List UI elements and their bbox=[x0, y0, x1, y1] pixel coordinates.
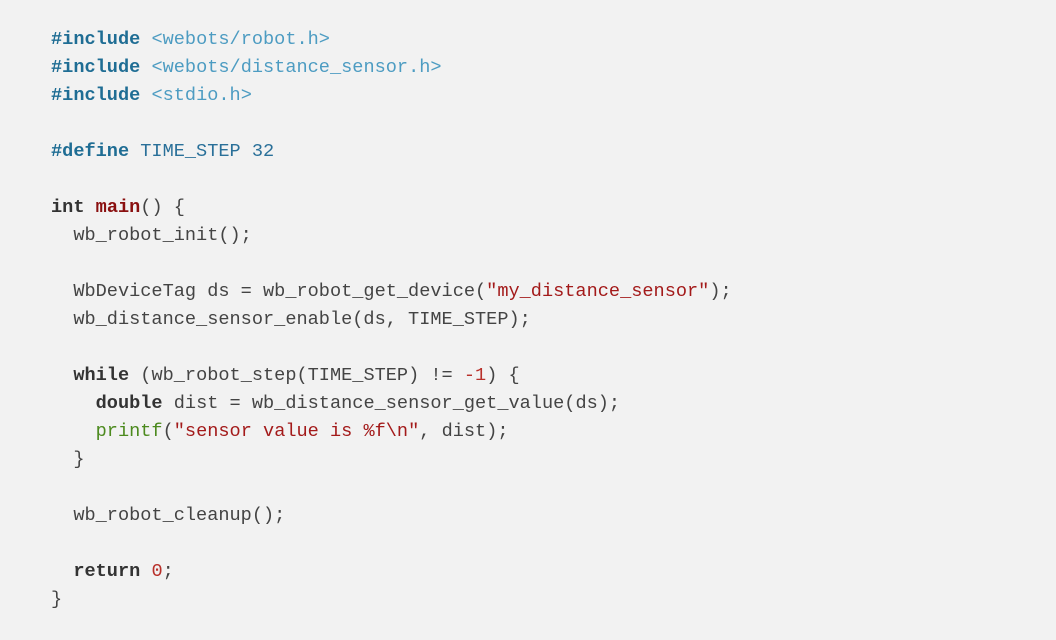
code-line: while (wb_robot_step(TIME_STEP) != -1) { bbox=[51, 362, 732, 390]
code-token-plain bbox=[51, 393, 96, 414]
code-line bbox=[51, 334, 732, 362]
code-token-plain bbox=[51, 365, 73, 386]
code-line: wb_distance_sensor_enable(ds, TIME_STEP)… bbox=[51, 306, 732, 334]
code-line: return 0; bbox=[51, 558, 732, 586]
code-token-plain: wb_robot_cleanup(); bbox=[51, 505, 286, 526]
code-token-plain bbox=[140, 29, 151, 50]
code-token-plain: ) { bbox=[486, 365, 520, 386]
code-line: } bbox=[51, 586, 732, 614]
code-token-plain: (wb_robot_step(TIME_STEP) != bbox=[129, 365, 464, 386]
code-token-macro: TIME_STEP 32 bbox=[129, 141, 275, 162]
code-token-plain bbox=[140, 85, 151, 106]
code-token-kw: while bbox=[73, 365, 130, 386]
code-token-plain: ( bbox=[162, 421, 174, 442]
code-block: #include <webots/robot.h>#include <webot… bbox=[51, 26, 732, 614]
code-line: double dist = wb_distance_sensor_get_val… bbox=[51, 390, 732, 418]
code-token-plain bbox=[140, 561, 151, 582]
code-token-str: "my_distance_sensor" bbox=[486, 281, 710, 302]
code-line: int main() { bbox=[51, 194, 732, 222]
code-line bbox=[51, 110, 732, 138]
code-token-plain bbox=[51, 421, 96, 442]
code-line bbox=[51, 530, 732, 558]
code-token-plain: wb_robot_init(); bbox=[51, 225, 252, 246]
code-token-plain bbox=[51, 561, 73, 582]
code-line bbox=[51, 474, 732, 502]
code-line bbox=[51, 166, 732, 194]
code-token-num: -1 bbox=[463, 365, 487, 386]
code-token-call: printf bbox=[95, 421, 163, 442]
code-token-fn: main bbox=[95, 197, 141, 218]
code-token-pp: #include bbox=[51, 57, 141, 78]
code-line: #define TIME_STEP 32 bbox=[51, 138, 732, 166]
code-token-path: <webots/robot.h> bbox=[151, 29, 330, 50]
code-token-plain: } bbox=[51, 449, 85, 470]
code-token-plain: dist = wb_distance_sensor_get_value(ds); bbox=[162, 393, 621, 414]
code-token-path: <webots/distance_sensor.h> bbox=[151, 57, 442, 78]
code-token-plain bbox=[140, 57, 151, 78]
code-token-pp: #define bbox=[51, 141, 130, 162]
code-token-kw: return bbox=[73, 561, 141, 582]
code-token-plain: } bbox=[51, 589, 63, 610]
code-line: #include <webots/robot.h> bbox=[51, 26, 732, 54]
code-token-str: "sensor value is %f\n" bbox=[173, 421, 420, 442]
code-line: WbDeviceTag ds = wb_robot_get_device("my… bbox=[51, 278, 732, 306]
code-line: } bbox=[51, 446, 732, 474]
code-line: #include <webots/distance_sensor.h> bbox=[51, 54, 732, 82]
code-token-kw: double bbox=[95, 393, 163, 414]
code-token-plain bbox=[84, 197, 95, 218]
code-token-plain: WbDeviceTag ds = wb_robot_get_device( bbox=[51, 281, 487, 302]
code-token-plain: , dist); bbox=[419, 421, 509, 442]
code-token-num: 0 bbox=[151, 561, 163, 582]
code-token-kw: int bbox=[51, 197, 85, 218]
code-line bbox=[51, 250, 732, 278]
code-token-plain: ; bbox=[162, 561, 174, 582]
code-line: wb_robot_cleanup(); bbox=[51, 502, 732, 530]
code-line: #include <stdio.h> bbox=[51, 82, 732, 110]
code-token-plain: wb_distance_sensor_enable(ds, TIME_STEP)… bbox=[51, 309, 531, 330]
code-token-pp: #include bbox=[51, 29, 141, 50]
code-token-pp: #include bbox=[51, 85, 141, 106]
code-line: wb_robot_init(); bbox=[51, 222, 732, 250]
code-token-plain: () { bbox=[140, 197, 185, 218]
code-line: printf("sensor value is %f\n", dist); bbox=[51, 418, 732, 446]
code-token-plain: ); bbox=[709, 281, 732, 302]
code-token-path: <stdio.h> bbox=[151, 85, 252, 106]
